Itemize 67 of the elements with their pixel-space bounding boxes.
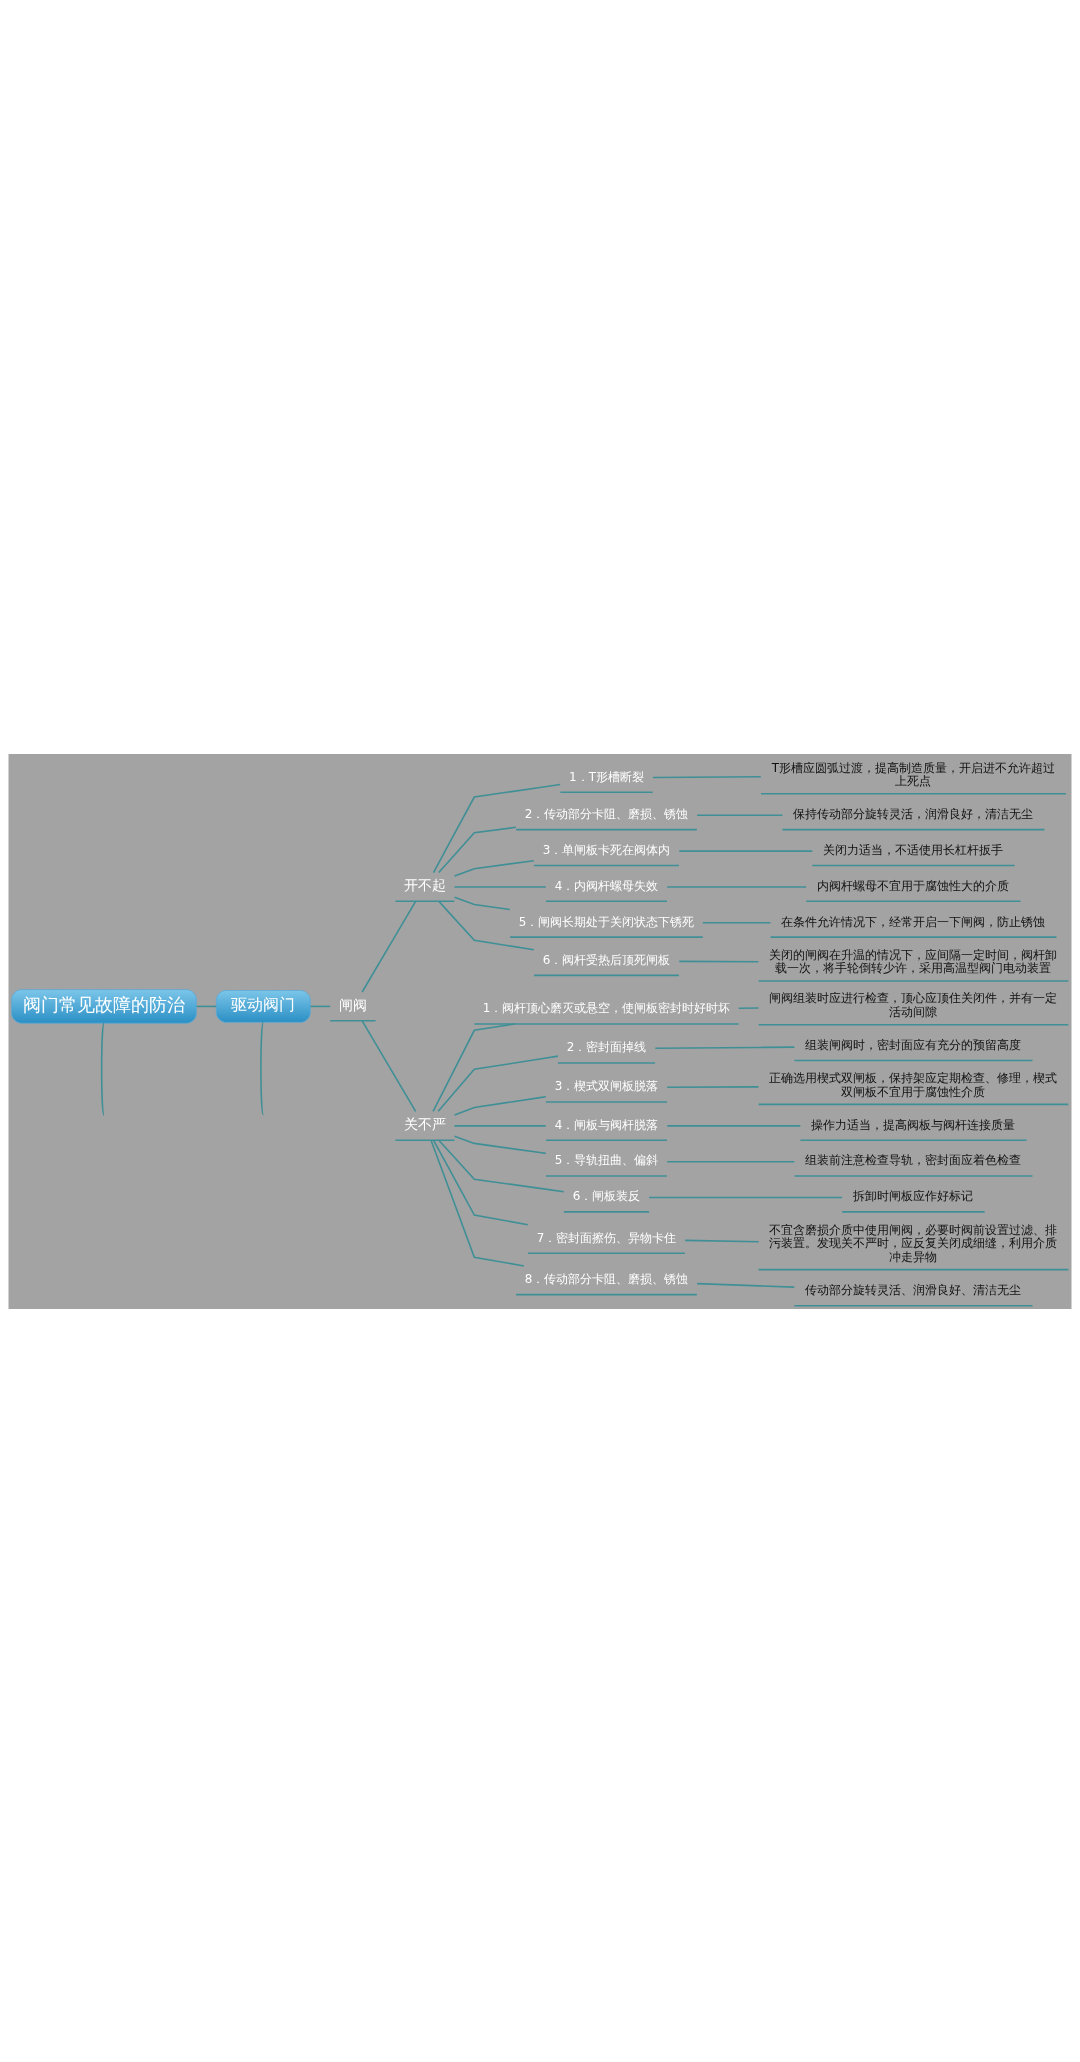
node-text: 保持传动部分旋转灵活，润滑良好，清洁无尘 — [793, 806, 1034, 821]
connector — [430, 1139, 525, 1267]
node-text: 6．阀杆受热后顶死闸板 — [542, 952, 671, 967]
connector — [702, 921, 772, 924]
connector — [361, 900, 417, 993]
node-text: 组装前注意检查导轨，密封面应着色检查 — [805, 1152, 1022, 1167]
connector — [361, 1019, 417, 1112]
node-text: T形槽应圆弧过渡，提高制造质量，开启进不允许超过上死点 — [771, 760, 1056, 788]
connector — [453, 1095, 547, 1116]
connector — [453, 1124, 547, 1127]
node-text: 1．T形槽断裂 — [569, 769, 644, 784]
connector — [453, 885, 547, 888]
connector — [438, 1139, 565, 1192]
node-text: 8．传动部分卡阻、磨损、锈蚀 — [524, 1271, 689, 1286]
node-text: 关闭力适当，不适使用长杠杆扳手 — [823, 842, 1004, 857]
node-text: 关闭的闸阀在升温的情况下，应间隔一定时间，阀杆卸载一次，将手轮倒转少许，采用高温型阀门电动装置 — [769, 947, 1058, 975]
node-text: 不宜含磨损介质中使用闸阀，必要时阀前设置过滤、排污装置。发现关不严时，应反复关闭成细缝，利用介质冲走异物 — [769, 1222, 1058, 1264]
connector — [666, 1085, 760, 1088]
node-text: 3．楔式双闸板脱落 — [554, 1078, 659, 1093]
connector — [652, 775, 762, 778]
connector — [438, 900, 535, 950]
connector — [696, 814, 784, 816]
node-text: 2．密封面掉线 — [566, 1039, 647, 1054]
connector — [648, 1196, 843, 1198]
connector — [666, 1124, 802, 1127]
node-text: 5．闸阀长期处于关闭状态下锈死 — [518, 914, 695, 929]
connector — [260, 1021, 265, 1115]
connector — [309, 1005, 331, 1007]
node-text: 内阀杆螺母不宜用于腐蚀性大的介质 — [817, 878, 1010, 893]
connector — [684, 1239, 760, 1242]
node-text: 关不严 — [403, 1115, 446, 1132]
connector — [654, 1045, 796, 1049]
connector — [432, 1022, 516, 1112]
connector — [437, 826, 517, 873]
connector — [678, 849, 814, 852]
node-text: 拆卸时闸板应作好标记 — [853, 1188, 974, 1203]
node-text: 5．导轨扭曲、偏斜 — [554, 1152, 659, 1167]
connector — [453, 859, 535, 877]
node-text: 3．单闸板卡死在阀体内 — [542, 842, 671, 857]
node-box: 阀门常见故障的防治 — [11, 988, 197, 1024]
node-text: 7．密封面擦伤、异物卡住 — [536, 1230, 677, 1245]
connector — [432, 783, 561, 873]
node-text: 组装闸阀时，密封面应有充分的预留高度 — [805, 1037, 1022, 1052]
connector — [666, 885, 807, 888]
connector — [453, 896, 511, 910]
node-box: 驱动阀门 — [215, 989, 311, 1023]
node-text: 4．内阀杆螺母失效 — [554, 878, 659, 893]
node-text: 2．传动部分卡阻、磨损、锈蚀 — [524, 806, 689, 821]
node-text: 6．闸板装反 — [572, 1188, 641, 1203]
connector — [432, 1139, 529, 1226]
connector — [696, 1282, 796, 1288]
node-text: 4．闸板与阀杆脱落 — [554, 1117, 659, 1132]
connector — [738, 1006, 760, 1009]
connector — [437, 1054, 559, 1112]
node-text: 1．阀杆顶心磨灭或悬空，使闸板密封时好时坏 — [482, 1000, 731, 1015]
node-text: 开不起 — [403, 876, 446, 893]
connector — [195, 1005, 218, 1007]
connector — [666, 1160, 796, 1162]
node-text: 闸阀组装时应进行检查，顶心应顶住关闭件，并有一定活动间隙 — [769, 990, 1058, 1019]
node-text: 正确选用楔式双闸板，保持架应定期检查、修理，楔式双闸板不宜用于腐蚀性介质 — [769, 1070, 1058, 1099]
node-text: 在条件允许情况下，经常开启一下闸阀，防止锈蚀 — [781, 914, 1046, 929]
node-text: 传动部分旋转灵活、润滑良好、清洁无尘 — [805, 1282, 1022, 1297]
connector — [453, 1134, 547, 1154]
node-text: 操作力适当，提高阀板与阀杆连接质量 — [811, 1117, 1016, 1132]
node-text: 闸阀 — [338, 996, 367, 1013]
connector — [100, 1021, 105, 1116]
connector — [678, 960, 760, 963]
